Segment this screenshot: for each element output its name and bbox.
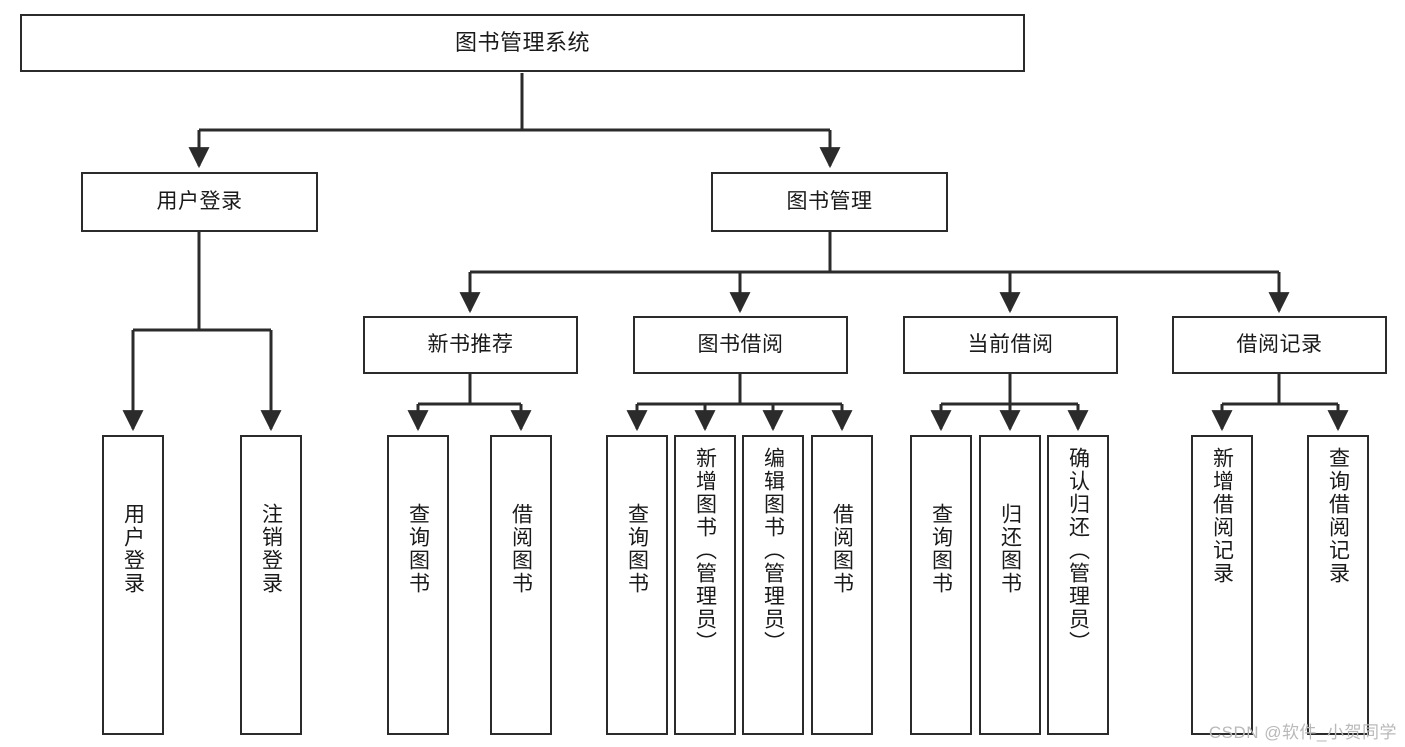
- node-user-login-label: 用户登录: [156, 189, 243, 213]
- node-new-book-recommend[interactable]: 新书推荐: [363, 316, 578, 374]
- node-leaf-query-book-3[interactable]: 查询图书: [910, 435, 972, 735]
- node-leaf-user-login-label: 用户登录: [121, 503, 145, 595]
- node-leaf-query-book-2[interactable]: 查询图书: [606, 435, 668, 735]
- node-book-manage[interactable]: 图书管理: [711, 172, 948, 232]
- node-leaf-confirm-return-label: 确认归还（管理员）: [1066, 447, 1090, 654]
- node-leaf-query-book-1[interactable]: 查询图书: [387, 435, 449, 735]
- node-leaf-borrow-book-1-label: 借阅图书: [509, 503, 533, 595]
- node-leaf-borrow-book-1[interactable]: 借阅图书: [490, 435, 552, 735]
- node-leaf-add-book-label: 新增图书（管理员）: [693, 447, 717, 654]
- node-leaf-user-logout-label: 注销登录: [259, 503, 283, 595]
- node-leaf-query-record-label: 查询借阅记录: [1326, 447, 1350, 585]
- node-borrow-record[interactable]: 借阅记录: [1172, 316, 1387, 374]
- node-root-label: 图书管理系统: [454, 30, 590, 56]
- node-leaf-user-logout[interactable]: 注销登录: [240, 435, 302, 735]
- node-user-login[interactable]: 用户登录: [81, 172, 318, 232]
- node-borrow-record-label: 借阅记录: [1236, 332, 1323, 356]
- node-book-borrow[interactable]: 图书借阅: [633, 316, 848, 374]
- node-leaf-add-book[interactable]: 新增图书（管理员）: [674, 435, 736, 735]
- node-leaf-return-book-label: 归还图书: [998, 503, 1022, 595]
- node-leaf-query-book-3-label: 查询图书: [929, 503, 953, 595]
- node-root[interactable]: 图书管理系统: [20, 14, 1025, 72]
- node-book-manage-label: 图书管理: [786, 189, 873, 213]
- node-leaf-query-book-1-label: 查询图书: [406, 503, 430, 595]
- node-book-borrow-label: 图书借阅: [697, 332, 784, 356]
- node-current-borrow[interactable]: 当前借阅: [903, 316, 1118, 374]
- node-leaf-query-book-2-label: 查询图书: [625, 503, 649, 595]
- node-leaf-return-book[interactable]: 归还图书: [979, 435, 1041, 735]
- node-leaf-user-login[interactable]: 用户登录: [102, 435, 164, 735]
- node-current-borrow-label: 当前借阅: [967, 332, 1054, 356]
- node-leaf-edit-book[interactable]: 编辑图书（管理员）: [742, 435, 804, 735]
- node-leaf-confirm-return[interactable]: 确认归还（管理员）: [1047, 435, 1109, 735]
- node-leaf-query-record[interactable]: 查询借阅记录: [1307, 435, 1369, 735]
- node-leaf-add-record-label: 新增借阅记录: [1210, 447, 1234, 585]
- node-leaf-borrow-book-2[interactable]: 借阅图书: [811, 435, 873, 735]
- node-leaf-edit-book-label: 编辑图书（管理员）: [761, 447, 785, 654]
- node-new-book-recommend-label: 新书推荐: [427, 332, 514, 356]
- node-leaf-add-record[interactable]: 新增借阅记录: [1191, 435, 1253, 735]
- node-leaf-borrow-book-2-label: 借阅图书: [830, 503, 854, 595]
- csdn-watermark: CSDN @软件_小贺同学: [1208, 723, 1397, 742]
